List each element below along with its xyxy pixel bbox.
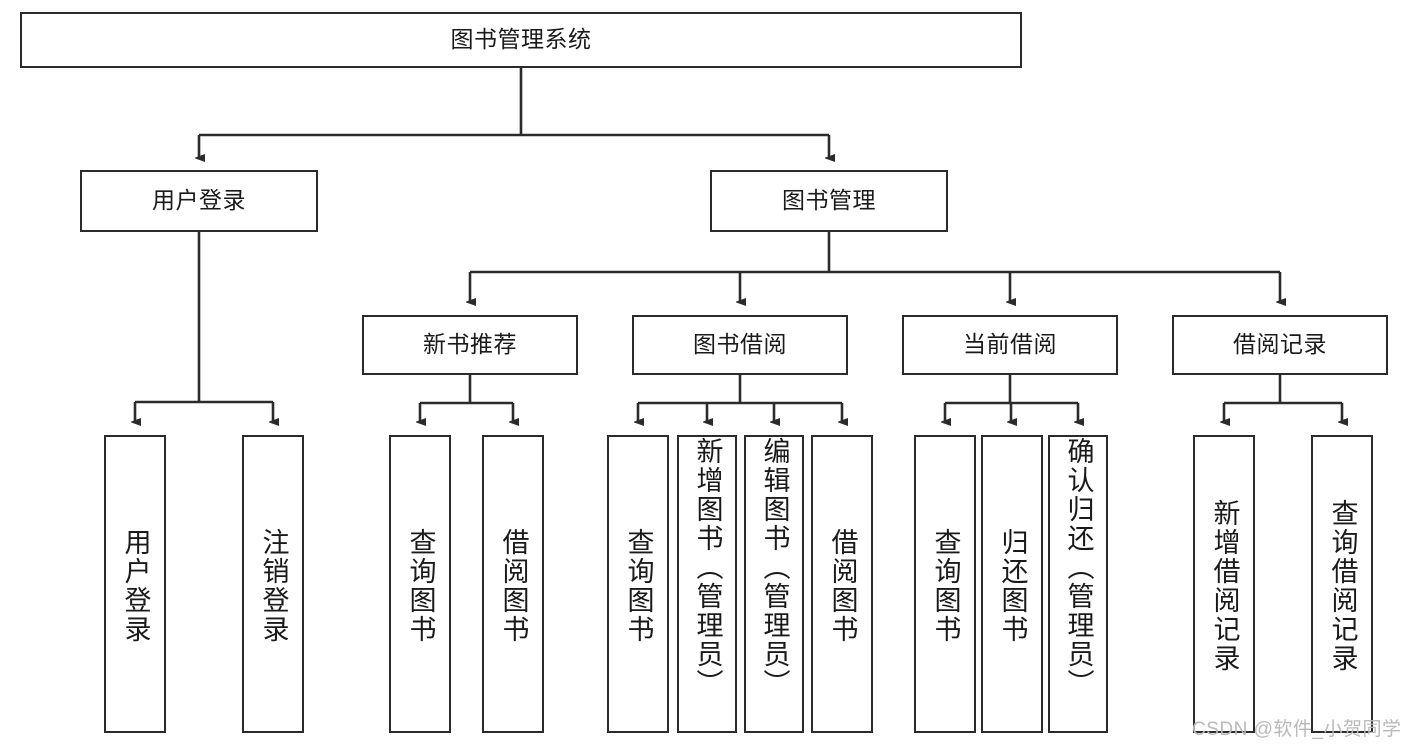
node-label: 查询借阅记录 xyxy=(1327,499,1358,673)
node-label: 图书管理 xyxy=(782,187,876,214)
node-borrow-record[interactable]: 借阅记录 xyxy=(1172,315,1388,375)
node-label: 确认归还（管理员） xyxy=(1063,437,1094,698)
node-leaf-query-book-3[interactable]: 查询图书 xyxy=(914,435,976,733)
node-leaf-edit-book[interactable]: 编辑图书（管理员） xyxy=(744,435,804,733)
node-label: 用户登录 xyxy=(152,187,246,214)
node-leaf-user-login[interactable]: 用户登录 xyxy=(104,435,166,733)
node-leaf-return-book[interactable]: 归还图书 xyxy=(981,435,1043,733)
node-book-manage[interactable]: 图书管理 xyxy=(710,170,948,232)
node-label: 查询图书 xyxy=(623,528,654,644)
node-current-borrow[interactable]: 当前借阅 xyxy=(902,315,1118,375)
node-leaf-query-book-2[interactable]: 查询图书 xyxy=(607,435,669,733)
node-label: 借阅图书 xyxy=(827,528,858,644)
node-user-login[interactable]: 用户登录 xyxy=(80,170,318,232)
node-label: 查询图书 xyxy=(405,528,436,644)
node-new-book-recommend[interactable]: 新书推荐 xyxy=(362,315,578,375)
node-label: 查询图书 xyxy=(930,528,961,644)
node-leaf-borrow-book-1[interactable]: 借阅图书 xyxy=(482,435,544,733)
node-label: 新书推荐 xyxy=(423,331,517,358)
node-leaf-query-record[interactable]: 查询借阅记录 xyxy=(1311,435,1373,733)
node-label: 新增借阅记录 xyxy=(1209,499,1240,673)
node-label: 图书管理系统 xyxy=(450,26,592,53)
node-leaf-query-book-1[interactable]: 查询图书 xyxy=(389,435,451,733)
node-label: 当前借阅 xyxy=(963,331,1057,358)
node-label: 借阅图书 xyxy=(498,528,529,644)
node-book-borrow[interactable]: 图书借阅 xyxy=(632,315,848,375)
node-leaf-borrow-book-2[interactable]: 借阅图书 xyxy=(811,435,873,733)
node-label: 用户登录 xyxy=(120,528,151,644)
node-label: 注销登录 xyxy=(258,528,289,644)
node-leaf-confirm-return[interactable]: 确认归还（管理员） xyxy=(1048,435,1108,733)
node-label: 图书借阅 xyxy=(693,331,787,358)
csdn-watermark: CSDN @软件_小贺同学 xyxy=(1192,719,1402,740)
node-leaf-add-record[interactable]: 新增借阅记录 xyxy=(1193,435,1255,733)
node-leaf-logout[interactable]: 注销登录 xyxy=(242,435,304,733)
node-label: 新增图书（管理员） xyxy=(692,437,723,698)
node-label: 借阅记录 xyxy=(1233,331,1327,358)
node-label: 归还图书 xyxy=(997,528,1028,644)
node-label: 编辑图书（管理员） xyxy=(759,437,790,698)
node-root[interactable]: 图书管理系统 xyxy=(20,12,1022,68)
node-leaf-add-book[interactable]: 新增图书（管理员） xyxy=(677,435,737,733)
